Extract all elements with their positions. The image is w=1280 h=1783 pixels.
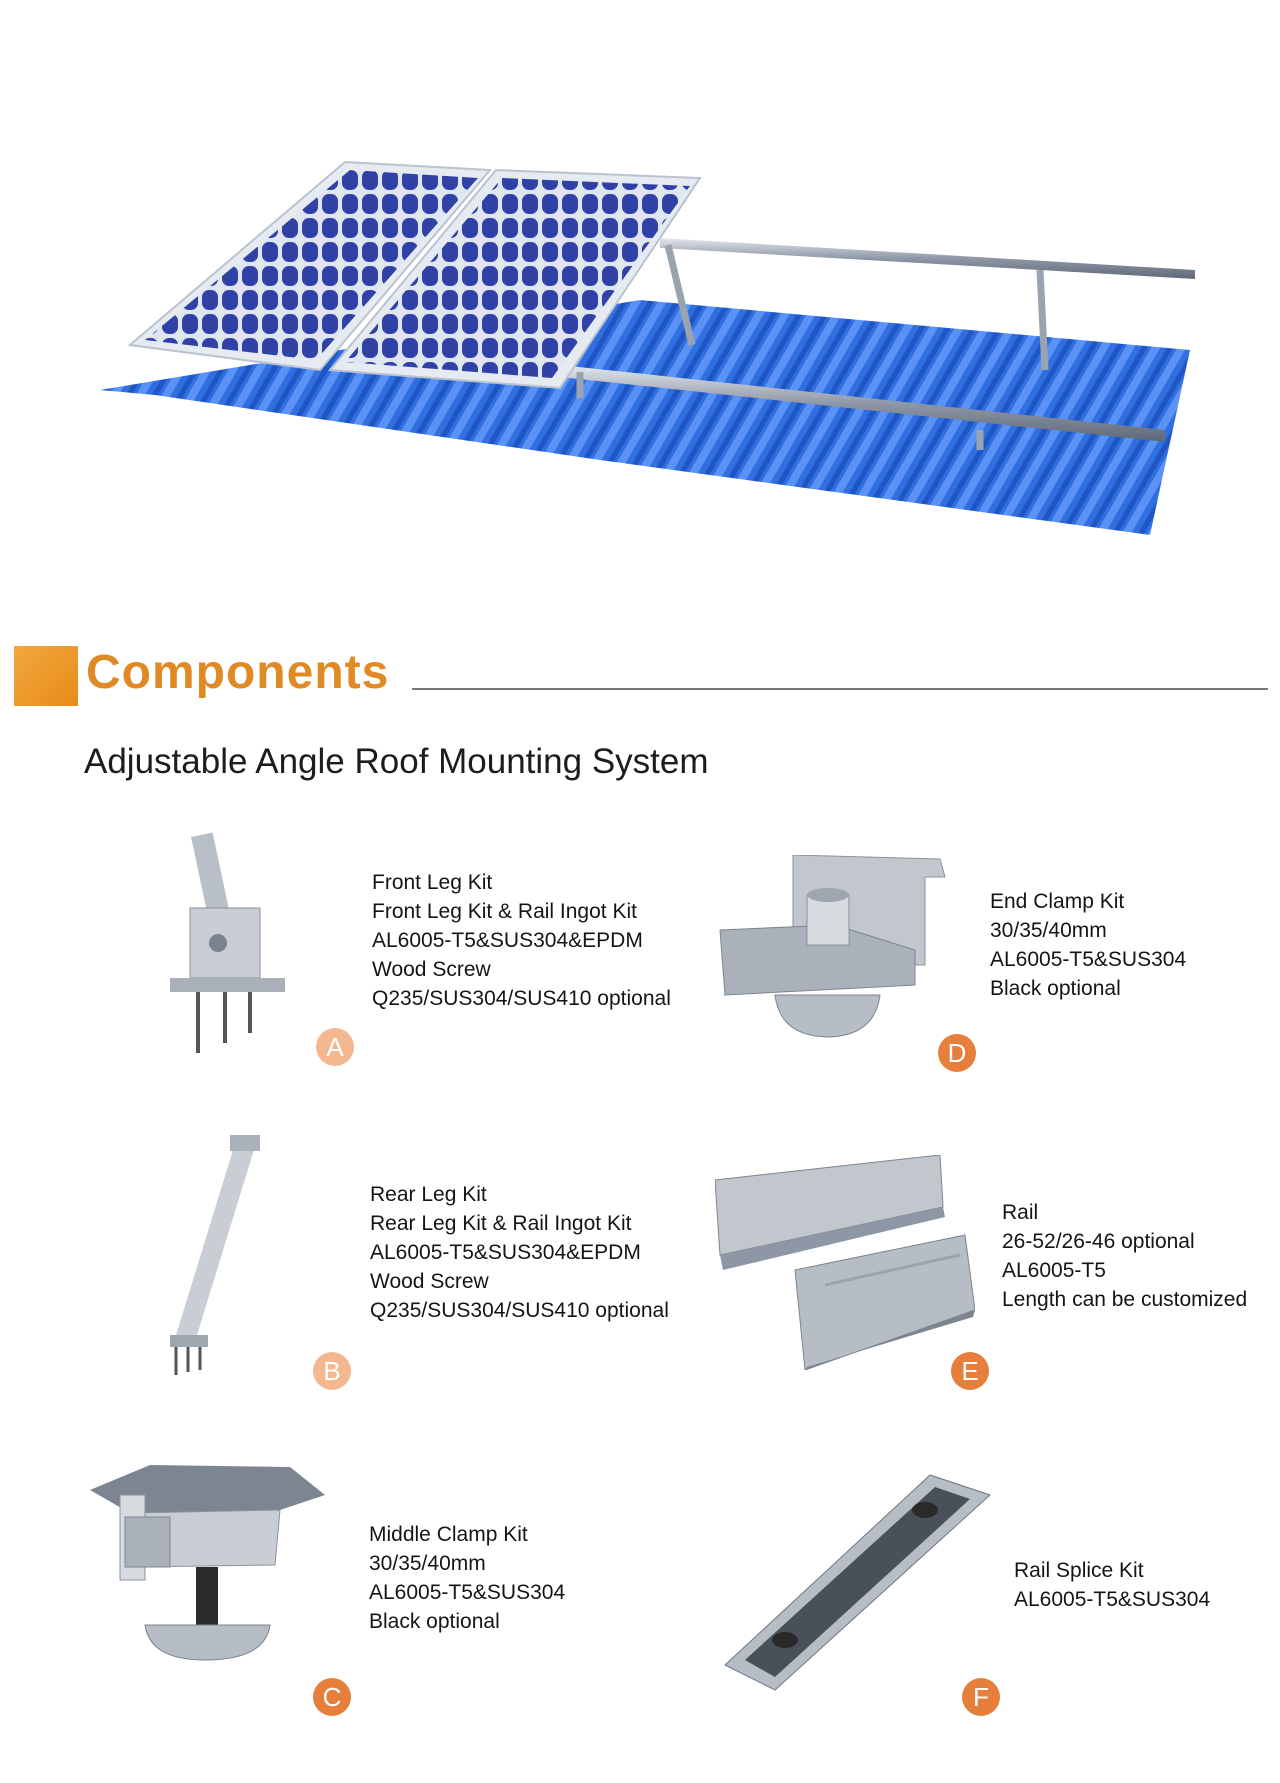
badge-c: C	[313, 1678, 351, 1716]
rear-leg-kit-image	[170, 1135, 260, 1375]
page-subtitle: Adjustable Angle Roof Mounting System	[84, 742, 709, 781]
badge-f: F	[962, 1678, 1000, 1716]
section-title: Components	[86, 646, 390, 699]
badge-d: D	[938, 1034, 976, 1072]
back-rail	[660, 238, 1195, 279]
badge-b: B	[313, 1352, 351, 1390]
middle-clamp-kit-image	[90, 1465, 325, 1661]
badge-e: E	[951, 1352, 989, 1390]
rail-image	[715, 1155, 975, 1370]
end-clamp-kit-image	[719, 855, 946, 1038]
solar-roof-mounting-illustration	[100, 160, 1195, 535]
section-accent-square	[14, 646, 78, 706]
front-rail	[560, 365, 1165, 442]
front-leg-kit-image	[170, 832, 285, 1053]
section-divider	[412, 688, 1268, 690]
badge-a: A	[316, 1028, 354, 1066]
rail-splice-kit-image	[724, 1474, 991, 1691]
